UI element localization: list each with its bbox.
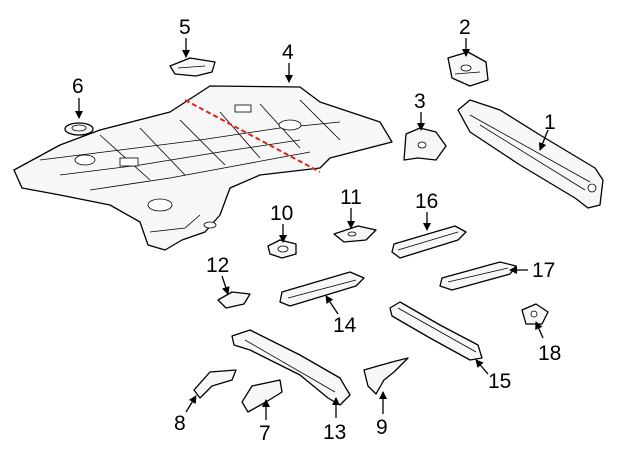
callout-number: 18	[538, 342, 561, 365]
callout-number: 8	[174, 412, 186, 435]
callout-10: 10	[270, 202, 293, 243]
callout-number: 4	[282, 41, 294, 64]
callout-number: 11	[340, 186, 362, 209]
bracket-part-2	[447, 51, 489, 87]
bracket-part-18	[521, 303, 549, 325]
cut-line	[184, 99, 321, 173]
floor-pan-part-4	[13, 85, 393, 251]
callout-9: 9	[376, 391, 388, 439]
bracket-part-5	[169, 57, 216, 77]
callout-number: 17	[532, 259, 555, 282]
callout-15: 15	[475, 359, 511, 393]
callout-number: 6	[72, 75, 84, 98]
callout-number: 2	[459, 16, 471, 39]
callout-number: 16	[415, 190, 438, 213]
callout-number: 14	[333, 314, 357, 337]
crossmember-part-14	[279, 271, 365, 307]
bracket-part-10	[267, 239, 297, 259]
crossmember-part-17	[439, 261, 517, 291]
callout-12: 12	[206, 254, 230, 295]
plug-part-6	[64, 122, 94, 136]
crossmember-part-13	[231, 329, 351, 406]
callout-16: 16	[415, 190, 438, 231]
callout-14: 14	[325, 295, 357, 337]
side-member-part-1	[457, 99, 604, 209]
bracket-part-7	[241, 379, 283, 413]
callout-18: 18	[535, 321, 561, 365]
bracket-part-11	[333, 225, 377, 243]
callout-number: 5	[179, 16, 191, 39]
crossmember-part-15	[389, 301, 483, 361]
callout-8: 8	[174, 395, 197, 435]
callout-number: 7	[259, 422, 271, 445]
callout-7: 7	[259, 399, 271, 445]
callout-number: 3	[414, 90, 426, 113]
callout-number: 1	[544, 111, 556, 134]
callout-3: 3	[414, 90, 426, 131]
callout-2: 2	[459, 16, 471, 57]
callout-number: 13	[323, 421, 346, 444]
callout-1: 1	[538, 111, 556, 151]
callout-6: 6	[72, 75, 84, 119]
callout-number: 9	[376, 416, 388, 439]
callout-5: 5	[179, 16, 191, 58]
callout-11: 11	[340, 186, 362, 229]
callout-17: 17	[509, 259, 555, 282]
bracket-part-3	[403, 127, 447, 161]
bracket-part-8	[193, 369, 237, 399]
bracket-part-12	[217, 291, 251, 309]
bracket-part-9	[363, 357, 409, 395]
callout-4: 4	[282, 41, 294, 83]
callout-number: 12	[206, 254, 229, 277]
crossmember-part-16	[391, 225, 467, 259]
callout-number: 10	[270, 202, 293, 225]
callout-number: 15	[488, 370, 511, 393]
callout-13: 13	[323, 397, 346, 444]
